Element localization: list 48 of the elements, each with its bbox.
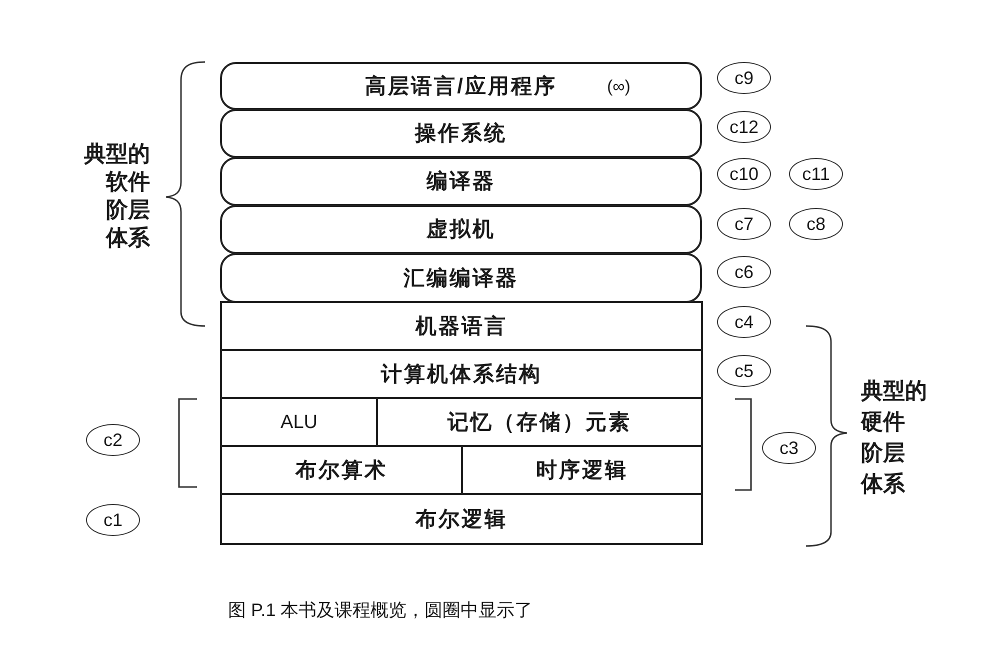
chapter-number: c2 (103, 431, 122, 449)
layer-label: 高层语言/应用程序 (365, 76, 557, 96)
chapter-oval (717, 62, 771, 94)
chapter-oval (717, 355, 771, 387)
figure-caption: 图 P.1 本书及课程概览，圆圈中显示了 (228, 599, 533, 622)
brace-label: 典型的软件阶层体系 (83, 140, 150, 252)
layer-label: 虚拟机 (426, 219, 496, 240)
chapter-number: c5 (734, 362, 754, 380)
layer-label: 布尔逻辑 (416, 508, 508, 530)
layer-label: ALU (280, 412, 318, 432)
software-layer-box (220, 62, 702, 110)
chapter-number: c1 (103, 511, 122, 529)
chapter-oval (717, 111, 771, 143)
layer-label: 布尔算术 (296, 460, 388, 480)
chapter-number: c8 (806, 215, 826, 233)
layer-label: 时序逻辑 (536, 460, 628, 480)
software-layer-box (220, 109, 702, 158)
chapter-oval (717, 208, 771, 240)
chapter-number: c6 (734, 263, 754, 281)
chapter-oval (717, 256, 771, 288)
chapter-oval (717, 306, 771, 338)
infinity-note: (∞) (607, 78, 630, 94)
chapter-oval (762, 432, 816, 464)
software-layer-box (220, 205, 702, 254)
chapter-number: c3 (779, 439, 798, 457)
chapter-number: c9 (734, 69, 754, 87)
chapter-oval (789, 158, 843, 190)
hardware-layer-box (220, 493, 703, 545)
hardware-layer-box (220, 301, 703, 351)
layer-label: 编译器 (426, 171, 496, 192)
chapter-number: c11 (802, 165, 830, 183)
layer-label: 操作系统 (415, 123, 507, 144)
chapter-number: c12 (729, 118, 759, 136)
chapter-oval (789, 208, 843, 240)
software-layer-box (220, 157, 702, 206)
chapter-oval (717, 158, 771, 190)
layer-label: 汇编编译器 (404, 268, 518, 288)
layer-label: 机器语言 (416, 316, 508, 336)
chapter-number: c4 (734, 313, 754, 331)
chapter-number: c7 (734, 215, 754, 233)
hardware-layer-box (220, 349, 703, 399)
layer-label: 计算机体系结构 (381, 364, 542, 384)
chapter-oval (86, 504, 140, 536)
chapter-number: c10 (729, 165, 759, 183)
software-layer-box (220, 253, 702, 303)
layer-label: 记忆（存储）元素 (448, 412, 632, 432)
chapter-oval (86, 424, 140, 456)
brace-label: 典型的硬件阶层体系 (861, 377, 928, 498)
